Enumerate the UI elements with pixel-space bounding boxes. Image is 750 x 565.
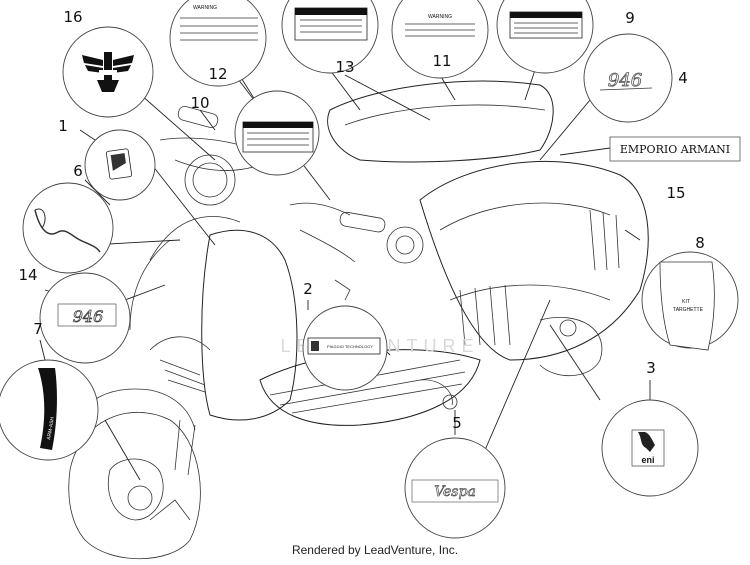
leader-lines [39,39,701,481]
detail-15-emporio-armani: EMPORIO ARMANI [609,136,741,162]
detail-1-piaggio-badge [84,129,156,201]
scooter-drawing [68,80,649,560]
detail-16-armani-eagle [62,26,154,118]
detail-14-946-badge: 946 [39,272,131,364]
callout-2: 2 [303,280,313,298]
emporio-armani-text: EMPORIO ARMANI [620,143,730,156]
kit-label-line2: TARGHETTE [673,307,704,313]
warning-header: WARNING [266,123,290,129]
model-946-text: 946 [73,307,104,326]
detail-11-warning-label: WARNING [391,0,489,79]
warning-header: WARNING [193,5,217,11]
detail-12-warning-label: WARNING [169,0,267,87]
model-946-text: 946 [608,70,642,91]
callout-10: 10 [190,94,209,112]
callout-4: 4 [678,69,688,87]
callout-15: 15 [666,184,685,202]
callout-9: 9 [625,9,635,27]
detail-2-piaggio-technology: PIAGGIO TECHNOLOGY [302,305,388,391]
detail-5-vespa-stripe: Vespa [404,437,506,539]
callout-13: 13 [335,58,354,76]
callout-6: 6 [73,162,83,180]
detail-13-warning-label: WARNING [281,0,379,74]
callout-5: 5 [452,414,462,432]
vespa-script-text: Vespa [434,484,476,500]
arm-ash-text: ARM-ASH [46,416,56,440]
callout-12: 12 [208,65,227,83]
detail-9-warning-label: WARNING [496,0,594,74]
callout-numbers: 16 12 13 11 9 10 4 15 1 6 14 7 2 8 3 5 [18,8,704,432]
kit-label-line1: KIT [682,299,690,305]
callout-8: 8 [695,234,705,252]
detail-4-946-badge: 946 [583,33,673,123]
callout-14: 14 [18,266,37,284]
detail-3-eni-logo: eni [601,399,699,497]
callout-16: 16 [63,8,82,26]
warning-header: WARNING [428,14,452,20]
callout-1: 1 [58,117,68,135]
detail-7-arm-ash: ARM-ASH [0,359,99,461]
warning-header: WARNING [534,13,558,19]
detail-8-kit-targhette: KIT TARGHETTE [641,251,739,351]
eni-text: eni [641,455,654,465]
callout-11: 11 [432,52,451,70]
piaggio-technology-text: PIAGGIO TECHNOLOGY [327,344,373,349]
detail-10-warning-label: WARNING [234,90,320,176]
armani-eagle-logo [82,52,134,92]
callout-7: 7 [33,320,43,338]
warning-header: WARNING [319,10,343,16]
footer-credit: Rendered by LeadVenture, Inc. [291,543,459,557]
detail-6-vespa-script [22,182,114,274]
callout-3: 3 [646,359,656,377]
